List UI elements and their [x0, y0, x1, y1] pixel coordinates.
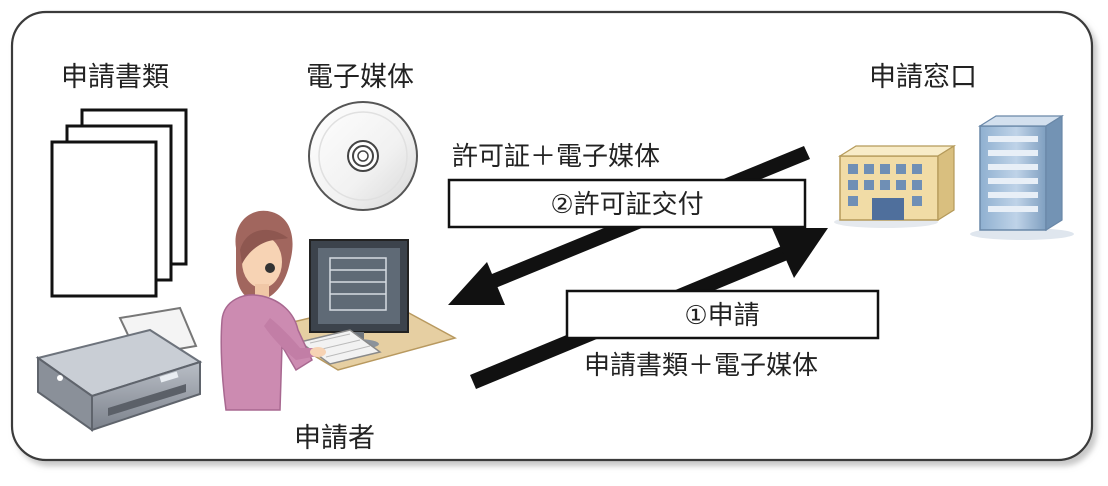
documents-label: 申請書類 [61, 62, 169, 93]
return-items-label: 許可証＋電子媒体 [452, 142, 660, 172]
submit-items-label: 申請書類＋電子媒体 [584, 351, 818, 381]
window-label: 申請窓口 [869, 62, 977, 93]
step2-label: ②許可証交付 [550, 190, 703, 220]
documents-stack-icon [50, 108, 188, 298]
computer-monitor-icon [309, 239, 409, 349]
step1-box: ①申請 [565, 289, 880, 340]
cd-disc-icon [308, 101, 418, 211]
applicant-label: 申請者 [294, 423, 375, 454]
media-label: 電子媒体 [306, 62, 414, 93]
office-building-icon [834, 144, 957, 228]
applicant-person-icon [220, 210, 326, 411]
step1-label: ①申請 [684, 301, 759, 331]
step2-box: ②許可証交付 [447, 178, 807, 229]
printer-icon [35, 306, 203, 432]
tower-building-icon [970, 114, 1074, 240]
